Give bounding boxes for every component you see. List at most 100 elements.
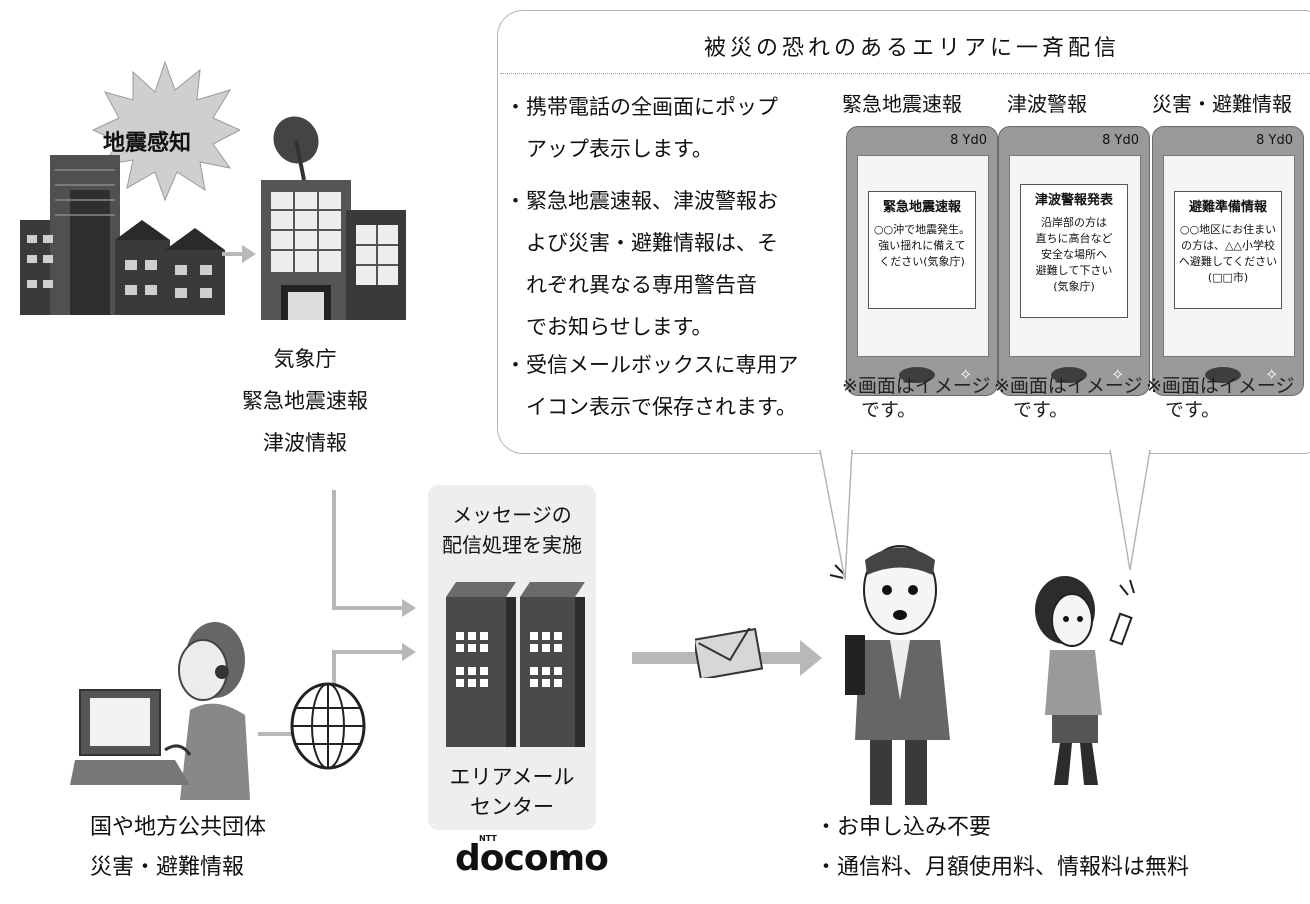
phone-message-line: 直ちに高台など bbox=[1035, 232, 1113, 245]
bullet-1-line-1: ・携帯電話の全画面にポップ bbox=[505, 95, 778, 119]
jma-quake-alert: 緊急地震速報 bbox=[242, 389, 368, 413]
phone-message-line: (気象庁) bbox=[1053, 280, 1095, 293]
center-top-line-1: メッセージの bbox=[452, 503, 572, 527]
phone-note-line-1: ※画面はイメージ bbox=[1146, 375, 1295, 397]
phone-message-line: 避難して下さい bbox=[1035, 264, 1113, 277]
phone-label-quake: 緊急地震速報 bbox=[842, 92, 962, 116]
center-name-line-2: センター bbox=[470, 795, 554, 819]
phone-disaster-alert: 8 Yd0 避難準備情報 ○○地区にお住まい の方は、△△小学校 へ避難してくだ… bbox=[1152, 126, 1304, 396]
phone-message: 津波警報発表 沿岸部の方は 直ちに高台など 安全な場所へ 避難して下さい (気象… bbox=[1020, 184, 1128, 318]
woman-with-phone-illustration bbox=[1010, 575, 1150, 790]
man-with-phone-icon bbox=[829, 545, 950, 805]
docomo-logo-small: NTT bbox=[479, 834, 497, 843]
bubble-bullet-3: ・受信メールボックスに専用ア イコン表示で保存されます。 bbox=[505, 344, 805, 428]
phone-status-icons: 8 Yd0 bbox=[1102, 133, 1139, 148]
phone-message-line: (□□市) bbox=[1207, 271, 1249, 284]
bullet-3-line-1: ・受信メールボックスに専用ア bbox=[505, 353, 799, 377]
phone-message-line: 安全な場所へ bbox=[1041, 248, 1107, 261]
recipient-note-1: ・お申し込み不要 bbox=[815, 815, 992, 840]
dpad-icon: ✧ bbox=[1111, 365, 1125, 384]
arrow-head-icon bbox=[402, 643, 416, 661]
phone-message-line: へ避難してください bbox=[1178, 255, 1278, 268]
operator-illustration bbox=[70, 600, 255, 800]
phone-note-tsunami: ※画面はイメージ です。 bbox=[994, 374, 1164, 422]
bullet-2-line-1: ・緊急地震速報、津波警報お bbox=[505, 189, 778, 213]
jma-line-horizontal bbox=[332, 606, 404, 610]
phone-message: 緊急地震速報 ○○沖で地震発生。 強い揺れに備えて ください(気象庁) bbox=[868, 191, 976, 309]
building-antenna-icon bbox=[261, 116, 406, 320]
phone-note-line-1: ※画面はイメージ bbox=[994, 375, 1143, 397]
arrow-to-jma bbox=[222, 252, 244, 256]
phone-note-line-1: ※画面はイメージ bbox=[842, 375, 991, 397]
phone-screen: 避難準備情報 ○○地区にお住まい の方は、△△小学校 へ避難してください (□□… bbox=[1163, 155, 1295, 357]
bullet-1-line-2: アップ表示します。 bbox=[505, 137, 713, 161]
phone-note-line-2: です。 bbox=[994, 399, 1069, 421]
phone-screen: 緊急地震速報 ○○沖で地震発生。 強い揺れに備えて ください(気象庁) bbox=[857, 155, 989, 357]
phone-note-disaster: ※画面はイメージ です。 bbox=[1146, 374, 1310, 422]
city-buildings-icon bbox=[20, 60, 242, 315]
bullet-2-line-2: よび災害・避難情報は、そ bbox=[505, 231, 778, 255]
recipient-note-2: ・通信料、月額使用料、情報料は無料 bbox=[815, 855, 1190, 880]
phone-label-disaster: 災害・避難情報 bbox=[1152, 92, 1292, 116]
jma-tsunami: 津波情報 bbox=[263, 431, 347, 455]
phone-label-tsunami: 津波警報 bbox=[1007, 92, 1087, 116]
bullet-2-line-4: でお知らせします。 bbox=[505, 315, 713, 339]
phone-message-line: の方は、△△小学校 bbox=[1181, 239, 1275, 252]
phone-message-line: ○○地区にお住まい bbox=[1179, 223, 1277, 236]
phone-note-line-2: です。 bbox=[1146, 399, 1221, 421]
jma-name: 気象庁 bbox=[273, 347, 337, 371]
phone-message: 避難準備情報 ○○地区にお住まい の方は、△△小学校 へ避難してください (□□… bbox=[1174, 191, 1282, 309]
quake-badge: 地震感知 bbox=[103, 131, 192, 156]
arrow-head-icon bbox=[800, 640, 822, 676]
phone-note-line-2: です。 bbox=[842, 399, 917, 421]
phone-note-quake: ※画面はイメージ です。 bbox=[842, 374, 1012, 422]
center-top-line-2: 配信処理を実施 bbox=[442, 533, 582, 557]
bubble-divider bbox=[500, 73, 1310, 74]
phone-center-key bbox=[1051, 367, 1087, 383]
envelope-icon bbox=[692, 623, 764, 681]
globe-icon bbox=[288, 680, 368, 772]
docomo-wordmark: docomo bbox=[455, 838, 609, 879]
dpad-icon: ✧ bbox=[959, 365, 973, 384]
jma-line-vertical bbox=[332, 490, 336, 610]
government-label: 国や地方公共団体 災害・避難情報 bbox=[90, 808, 266, 888]
jma-label: 気象庁 緊急地震速報 津波情報 bbox=[230, 338, 380, 464]
center-name-line-1: エリアメール bbox=[449, 765, 575, 789]
operator-with-laptop-icon bbox=[70, 622, 250, 800]
phone-message-line: 沿岸部の方は bbox=[1041, 216, 1107, 229]
center-bottom-label: エリアメール センター bbox=[428, 762, 596, 822]
docomo-logo: NTT docomo bbox=[455, 834, 609, 879]
dpad-icon: ✧ bbox=[1265, 365, 1279, 384]
woman-with-phone-icon bbox=[1035, 576, 1135, 785]
phone-quake-alert: 8 Yd0 緊急地震速報 ○○沖で地震発生。 強い揺れに備えて ください(気象庁… bbox=[846, 126, 998, 396]
phone-message-title: 緊急地震速報 bbox=[882, 200, 961, 215]
phone-center-key bbox=[1205, 367, 1241, 383]
earthquake-city-illustration bbox=[15, 60, 242, 320]
bubble-title: 被災の恐れのあるエリアに一斉配信 bbox=[703, 36, 1120, 61]
bubble-tail bbox=[819, 450, 1151, 581]
man-with-phone-illustration bbox=[815, 540, 980, 810]
bullet-3-line-2: イコン表示で保存されます。 bbox=[505, 395, 797, 419]
government-info: 災害・避難情報 bbox=[90, 855, 245, 880]
phone-message-title: 津波警報発表 bbox=[1034, 193, 1113, 208]
phone-status-icons: 8 Yd0 bbox=[950, 133, 987, 148]
jma-building-illustration bbox=[256, 110, 416, 325]
center-top-label: メッセージの 配信処理を実施 bbox=[428, 500, 596, 560]
bubble-bullet-1: ・携帯電話の全画面にポップ アップ表示します。 bbox=[505, 86, 805, 170]
gov-line-horizontal bbox=[332, 650, 404, 654]
phone-message-line: ください(気象庁) bbox=[879, 255, 965, 268]
phone-center-key bbox=[899, 367, 935, 383]
arrow-head-icon bbox=[402, 599, 416, 617]
phone-screen: 津波警報発表 沿岸部の方は 直ちに高台など 安全な場所へ 避難して下さい (気象… bbox=[1009, 155, 1141, 357]
phone-message-line: ○○沖で地震発生。 bbox=[873, 223, 971, 236]
phone-message-line: 強い揺れに備えて bbox=[878, 239, 966, 252]
phone-status-icons: 8 Yd0 bbox=[1256, 133, 1293, 148]
bullet-2-line-3: れぞれ異なる専用警告音 bbox=[505, 273, 757, 297]
arrow-head-icon bbox=[242, 245, 256, 263]
server-towers-icon bbox=[446, 582, 586, 752]
recipient-notes: ・お申し込み不要 ・通信料、月額使用料、情報料は無料 bbox=[815, 808, 1189, 888]
phone-message-title: 避難準備情報 bbox=[1188, 200, 1267, 215]
bubble-bullet-2: ・緊急地震速報、津波警報お よび災害・避難情報は、そ れぞれ異なる専用警告音 で… bbox=[505, 180, 805, 348]
government-name: 国や地方公共団体 bbox=[90, 815, 267, 840]
phone-tsunami-alert: 8 Yd0 津波警報発表 沿岸部の方は 直ちに高台など 安全な場所へ 避難して下… bbox=[998, 126, 1150, 396]
